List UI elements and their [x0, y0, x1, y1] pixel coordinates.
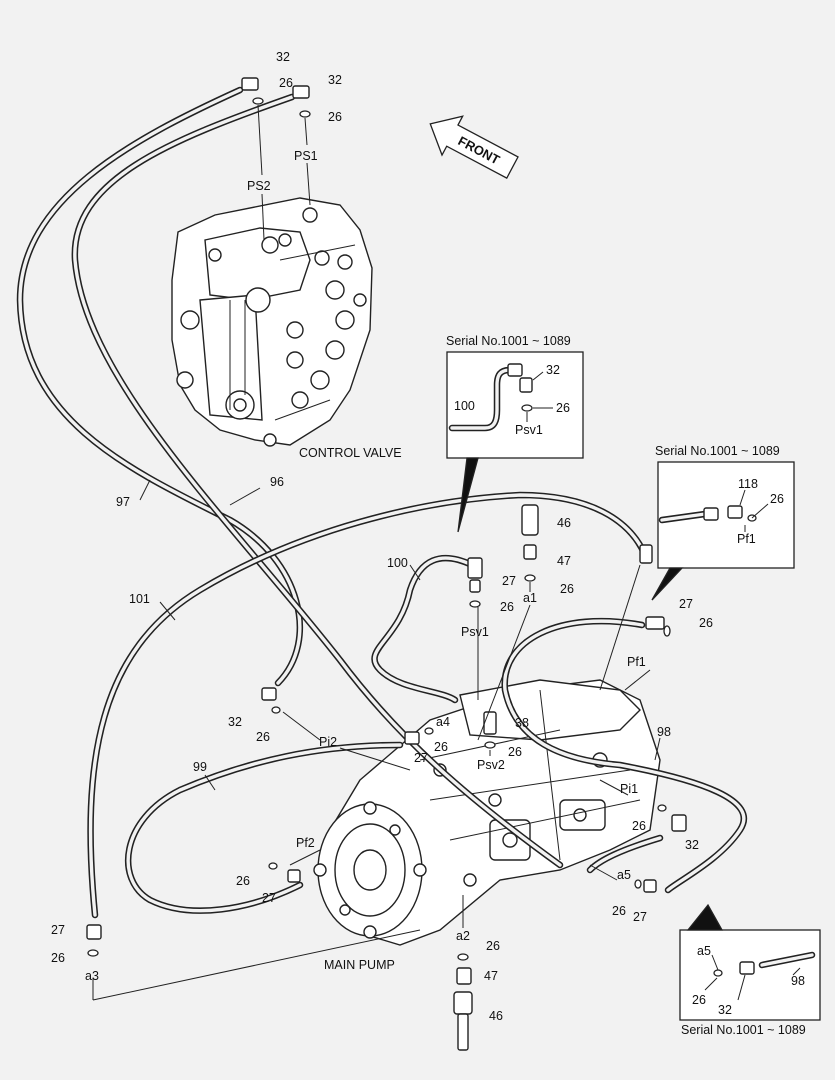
port-a2: a2 — [456, 929, 470, 943]
port-a4: a4 — [436, 715, 450, 729]
port-a1: a1 — [523, 591, 537, 605]
port-pi2: Pi2 — [319, 735, 337, 749]
callout-32: 32 — [328, 73, 342, 87]
front-arrow: FRONT — [429, 115, 519, 180]
port-a5: a5 — [617, 868, 631, 882]
inset1-port-psv1: Psv1 — [515, 423, 543, 437]
port-a3: a3 — [85, 969, 99, 983]
control-valve-label: CONTROL VALVE — [299, 446, 402, 460]
callout-98: 98 — [657, 725, 671, 739]
callout-46: 46 — [557, 516, 571, 530]
port-pf1: Pf1 — [627, 655, 646, 669]
callout-27: 27 — [679, 597, 693, 611]
callout-labels: 32 26 32 26 PS1 PS2 CONTROL VALVE 97 96 … — [51, 50, 806, 1037]
inset-serial-2 — [651, 461, 795, 601]
callout-27: 27 — [51, 923, 65, 937]
callout-32: 32 — [228, 715, 242, 729]
inset-serial-1 — [446, 351, 584, 533]
port-pi1: Pi1 — [620, 782, 638, 796]
serial-label-1: Serial No.1001 ~ 1089 — [446, 334, 571, 348]
callout-27: 27 — [633, 910, 647, 924]
callout-46: 46 — [489, 1009, 503, 1023]
inset3-callout-32: 32 — [718, 1003, 732, 1017]
main-pump-label: MAIN PUMP — [324, 958, 395, 972]
callout-26: 26 — [51, 951, 65, 965]
callout-27: 27 — [414, 751, 428, 765]
inset1-callout-32: 32 — [546, 363, 560, 377]
callout-96: 96 — [270, 475, 284, 489]
callout-26: 26 — [236, 874, 250, 888]
port-psv1: Psv1 — [461, 625, 489, 639]
callout-27: 27 — [262, 891, 276, 905]
port-pf2: Pf2 — [296, 836, 315, 850]
port-ps1: PS1 — [294, 149, 318, 163]
port-psv2: Psv2 — [477, 758, 505, 772]
callout-26: 26 — [632, 819, 646, 833]
callout-26: 26 — [486, 939, 500, 953]
serial-label-3: Serial No.1001 ~ 1089 — [681, 1023, 806, 1037]
callout-38: 38 — [515, 716, 529, 730]
callout-101: 101 — [129, 592, 150, 606]
callout-99: 99 — [193, 760, 207, 774]
inset3-callout-98: 98 — [791, 974, 805, 988]
inset3-port-a5: a5 — [697, 944, 711, 958]
inset1-callout-26: 26 — [556, 401, 570, 415]
fittings — [86, 77, 687, 1051]
callout-26: 26 — [328, 110, 342, 124]
control-valve-drawing — [171, 197, 373, 447]
callout-26: 26 — [434, 740, 448, 754]
inset1-callout-100: 100 — [454, 399, 475, 413]
callout-26: 26 — [612, 904, 626, 918]
inset3-callout-26: 26 — [692, 993, 706, 1007]
inset2-callout-118: 118 — [738, 477, 758, 491]
inset2-port-pf1: Pf1 — [737, 532, 756, 546]
callout-26: 26 — [256, 730, 270, 744]
serial-label-2: Serial No.1001 ~ 1089 — [655, 444, 780, 458]
inset2-callout-26: 26 — [770, 492, 784, 506]
callout-27: 27 — [502, 574, 516, 588]
callout-26: 26 — [500, 600, 514, 614]
port-ps2: PS2 — [247, 179, 271, 193]
callout-47: 47 — [484, 969, 498, 983]
callout-26: 26 — [560, 582, 574, 596]
inset-serial-3 — [679, 903, 821, 1021]
callout-32: 32 — [276, 50, 290, 64]
callout-26: 26 — [699, 616, 713, 630]
callout-100: 100 — [387, 556, 408, 570]
leader-lines — [92, 104, 661, 1001]
callout-26: 26 — [508, 745, 522, 759]
callout-26: 26 — [279, 76, 293, 90]
hoses — [16, 86, 748, 919]
callout-47: 47 — [557, 554, 571, 568]
callout-32: 32 — [685, 838, 699, 852]
callout-97: 97 — [116, 495, 130, 509]
